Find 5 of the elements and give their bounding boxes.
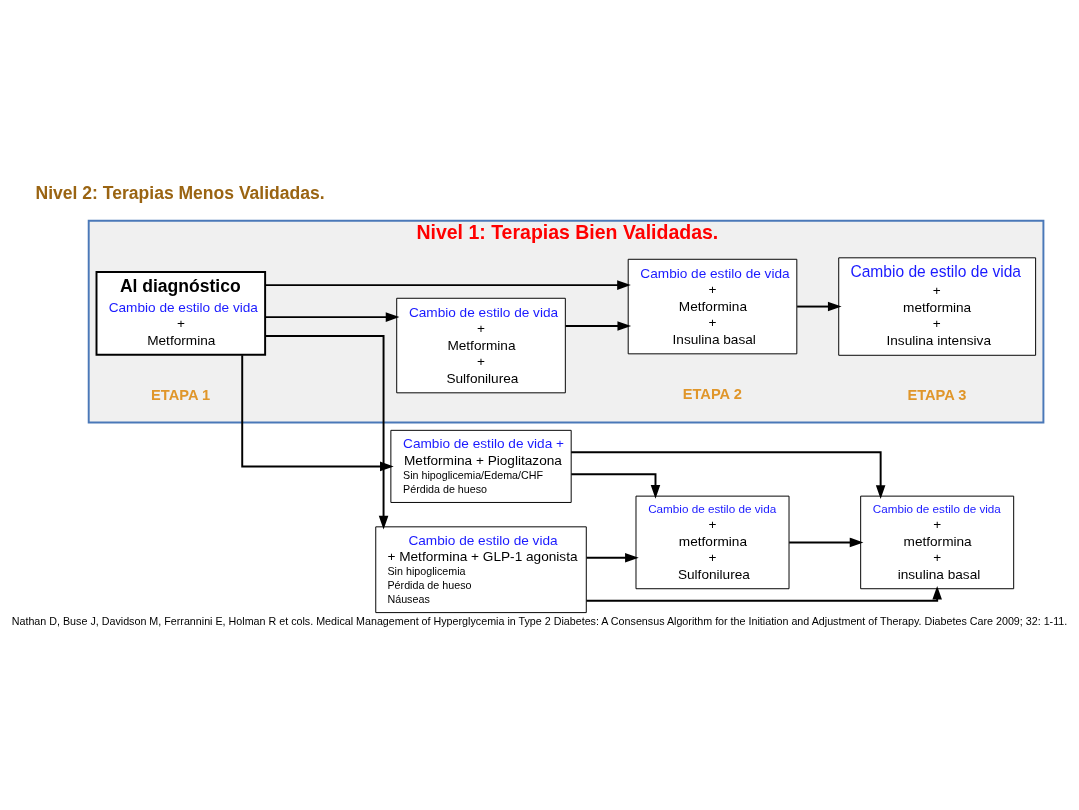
label: ETAPA 3 <box>907 386 967 403</box>
label: Nivel 2: Terapias Menos Validadas. <box>35 182 325 203</box>
label: ETAPA 2 <box>682 385 742 402</box>
label: ETAPA 1 <box>151 386 211 403</box>
caption: Nathan D, Buse J, Davidson M, Ferrannini E, Holman R et cols. Medical Management of Hyperglycemia in Type 2 Diabetes: A Consensus Algorithm for the Initiation and Adjustment of Therapy. Diabetes Care 2009; 32: 1-11. <box>11 615 1068 628</box>
